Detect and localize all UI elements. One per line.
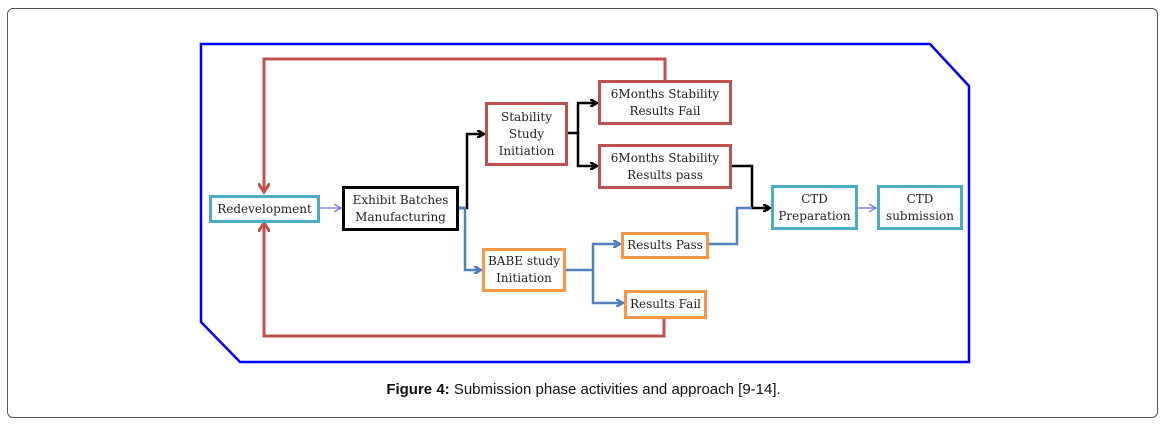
- babe-to-pass-arrow: [565, 244, 619, 272]
- figure-frame: [7, 8, 1158, 418]
- babe-to-fail-arrow: [591, 270, 622, 303]
- babe-pass-to-ctd-connector: [708, 206, 752, 246]
- stability-to-fail-arrow: [567, 103, 596, 135]
- stability-to-pass-arrow: [576, 133, 596, 166]
- node-ctd-preparation: CTD Preparation: [771, 185, 858, 230]
- exhibit-to-stability-arrow: [457, 134, 483, 210]
- node-redevelopment: Redevelopment: [209, 195, 320, 223]
- node-stability-pass: 6Months Stability Results pass: [598, 144, 732, 189]
- node-babe-pass: Results Pass: [621, 232, 709, 259]
- node-stability-fail: 6Months Stability Results Fail: [598, 80, 732, 125]
- node-ctd-submission: CTD submission: [877, 185, 963, 230]
- caption-text: Submission phase activities and approach…: [449, 381, 781, 398]
- node-babe-fail: Results Fail: [624, 290, 707, 319]
- loop-top-connector: [264, 57, 667, 189]
- node-exhibit-batches: Exhibit Batches Manufacturing: [342, 186, 459, 231]
- node-babe-initiation: BABE study Initiation: [482, 248, 566, 292]
- figure-caption: Figure 4: Submission phase activities an…: [0, 381, 1167, 398]
- exhibit-to-babe-arrow: [457, 206, 480, 270]
- caption-label: Figure 4:: [386, 381, 450, 398]
- stability-pass-to-ctd-arrow: [731, 164, 769, 208]
- node-stability-initiation: Stability Study Initiation: [485, 102, 568, 166]
- loop-bottom-connector: [264, 226, 666, 338]
- outline-boundary: [199, 42, 971, 364]
